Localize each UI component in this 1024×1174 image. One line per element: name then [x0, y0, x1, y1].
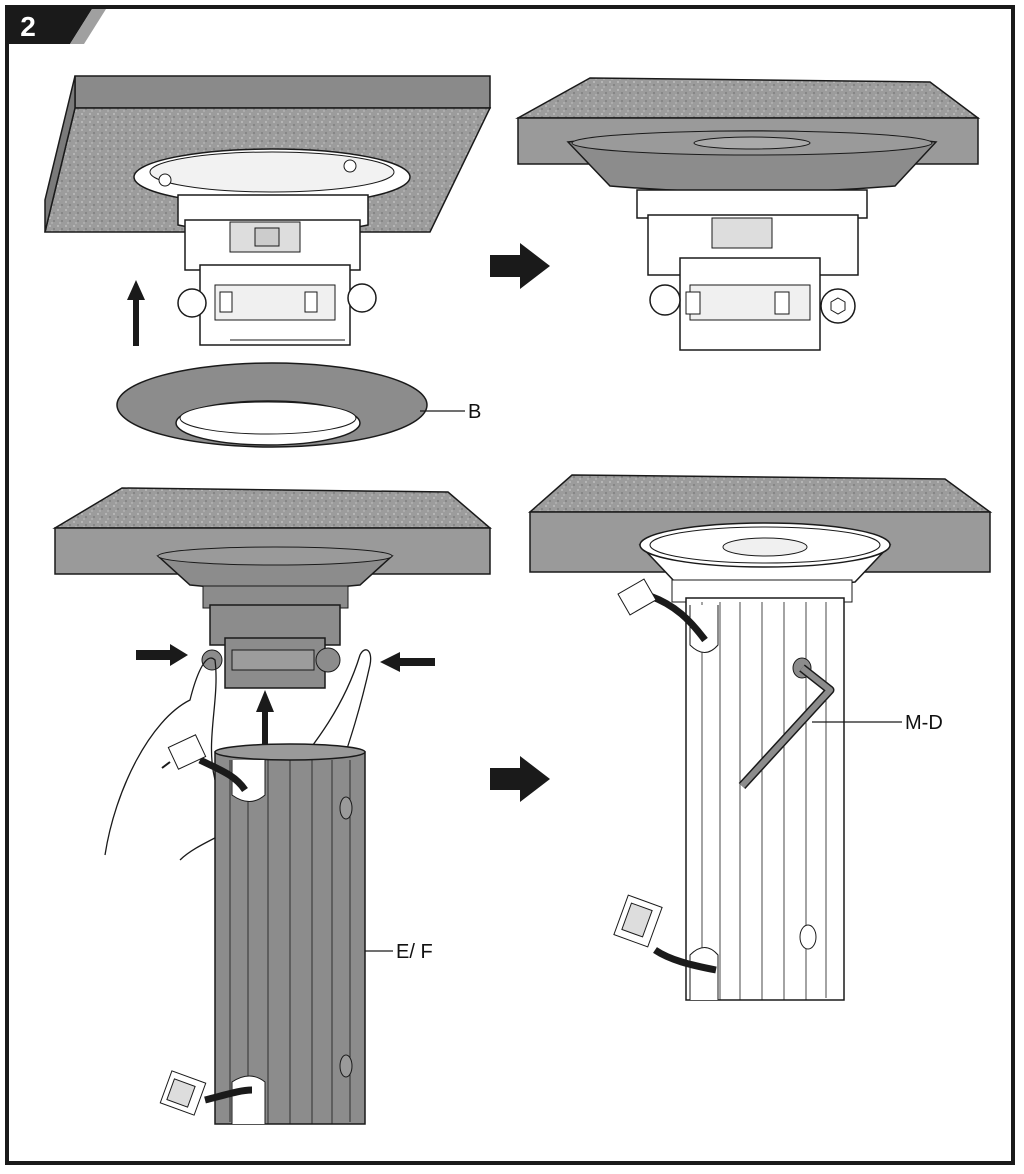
label-hex-key-m-d: M-D [905, 712, 943, 734]
column-e-f-mounted [685, 597, 845, 1001]
arrow-right-icon [490, 243, 550, 289]
step-badge [9, 9, 106, 44]
step-number: 2 [20, 11, 36, 42]
panel-4-tighten-column [528, 474, 993, 1001]
hex-key-icon [738, 664, 835, 790]
panel-2-ring-attached [515, 77, 981, 351]
label-ring-b: B [468, 401, 481, 423]
panel-3-insert-column [52, 487, 493, 1125]
trim-ring-b [116, 362, 428, 448]
panel-1-mount-ring [44, 75, 492, 448]
arrow-right-icon [136, 644, 188, 666]
label-column-e-f: E/ F [396, 941, 433, 963]
power-plug-icon [617, 578, 657, 616]
vga-connector-icon [613, 894, 663, 948]
column-e-f [214, 743, 366, 1125]
arrow-right-icon [490, 756, 550, 802]
vga-connector-icon [159, 1070, 207, 1116]
arrow-up-icon [256, 690, 274, 750]
arrow-up-icon [127, 280, 145, 346]
power-plug-icon [161, 734, 207, 770]
arrow-left-icon [380, 652, 435, 672]
